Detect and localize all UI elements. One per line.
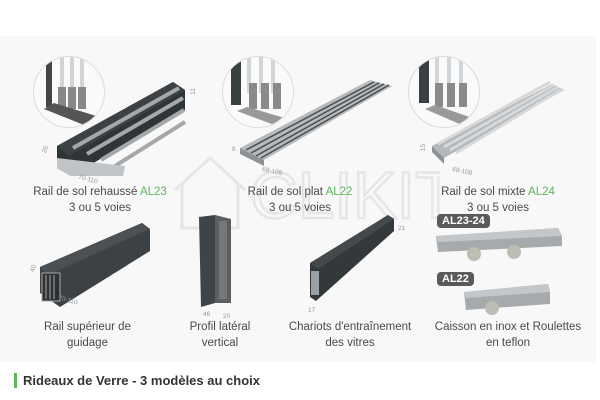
product-name: Caisson en inox et Roulettes <box>434 321 582 333</box>
dim-height: 15 <box>420 143 428 152</box>
inset-detail-image <box>33 56 105 128</box>
product-side-profile: 46 20 Profil latéral vertical <box>175 215 265 355</box>
product-variant: 3 ou 5 voies <box>68 202 131 214</box>
product-name: Rail supérieur de <box>44 321 131 333</box>
dim-a: 46 <box>203 311 211 318</box>
badge-al23-24: AL23-24 <box>437 214 490 228</box>
carriage-profile-image <box>310 215 394 301</box>
rail-al24-image <box>432 80 564 164</box>
product-label: Rail de sol mixte AL24 3 ou 5 voies <box>400 184 596 216</box>
product-name: Rail de sol mixte <box>441 186 526 198</box>
product-al22: 8 68-108 Rail de sol plat AL22 3 ou 5 vo… <box>200 36 400 216</box>
product-code: AL22 <box>325 186 353 198</box>
product-label: Rail de sol rehaussé AL23 3 ou 5 voies <box>0 184 200 216</box>
product-label: Rail supérieur de guidage <box>0 319 175 351</box>
product-variant: 3 ou 5 voies <box>466 202 529 214</box>
product-name-line2: guidage <box>67 337 108 349</box>
inset-detail-image <box>408 56 480 128</box>
product-name-line2: vertical <box>201 337 239 349</box>
product-name: Chariots d'entraînement <box>288 321 412 333</box>
dim-height: 26 <box>41 144 51 155</box>
product-code: AL23 <box>139 186 167 198</box>
top-rail-image <box>40 223 150 307</box>
product-name-line2: en teflon <box>485 337 531 349</box>
dim-a: 17 <box>308 307 316 314</box>
product-glass-carriage: 17 21 Chariots d'entraînement des vitres <box>280 215 420 355</box>
product-label: Chariots d'entraînement des vitres <box>280 319 420 351</box>
page-caption: Rideaux de Verre - 3 modèles au choix <box>14 373 260 388</box>
dim-height: 8 <box>232 146 236 153</box>
roller-box-al23-24-image <box>436 228 562 261</box>
product-label: Rail de sol plat AL22 3 ou 5 voies <box>200 184 400 216</box>
rail-al22-image <box>240 80 392 166</box>
product-name: Rail de sol rehaussé <box>33 186 138 198</box>
product-variant: 3 ou 5 voies <box>268 202 331 214</box>
rail-al23-image <box>57 82 187 176</box>
dim-height: 40 <box>29 263 39 274</box>
product-roller-box: AL23-24 AL22 Caisson en inox et Roulette… <box>420 212 596 357</box>
product-name-line2: des vitres <box>325 337 375 349</box>
badge-al22: AL22 <box>437 272 474 286</box>
product-name: Profil latéral <box>189 321 251 333</box>
dim-b: 21 <box>398 225 406 232</box>
dim-b: 20 <box>223 313 231 320</box>
dim-side: 11 <box>189 88 197 95</box>
product-code: AL24 <box>528 186 555 198</box>
product-name: Rail de sol plat <box>247 186 323 198</box>
product-label: Caisson en inox et Roulettes en teflon <box>420 319 596 351</box>
product-top-guide-rail: 40 70-110 Rail supérieur de guidage <box>0 215 175 355</box>
product-al23: 26 70-110 11 Rail de sol rehaussé AL23 3… <box>0 36 200 216</box>
product-label: Profil latéral vertical <box>175 319 265 351</box>
side-profile-image <box>199 215 231 307</box>
roller-box-al22-image <box>464 284 550 315</box>
product-al24: 15 68-108 Rail de sol mixte AL24 3 ou 5 … <box>400 36 596 216</box>
